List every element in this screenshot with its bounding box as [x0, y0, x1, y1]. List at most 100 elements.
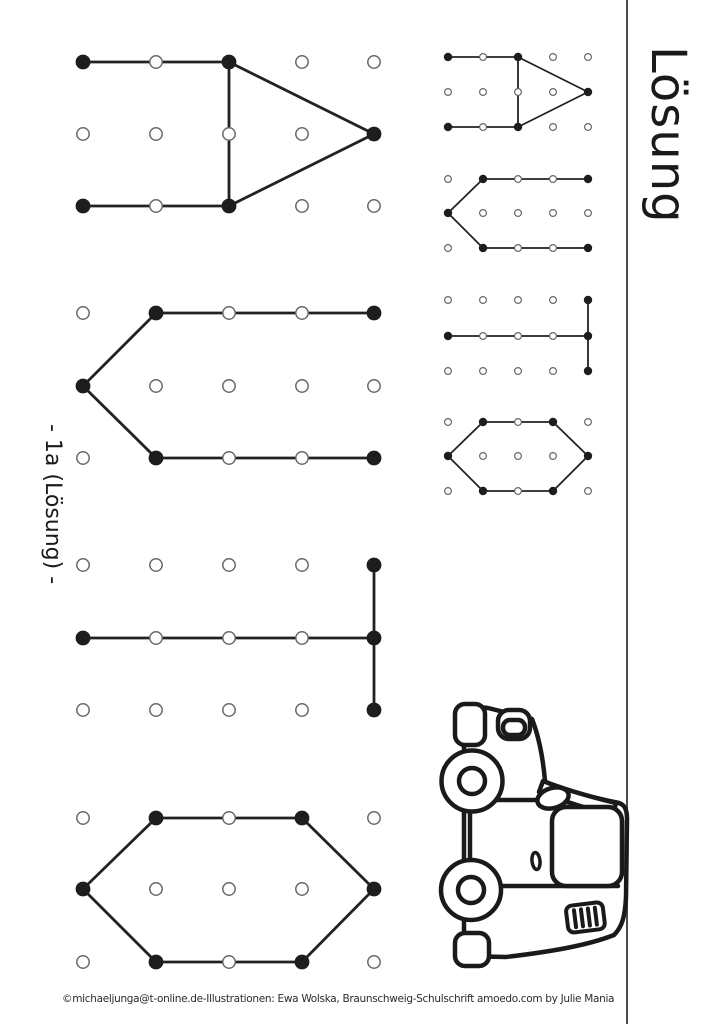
car-illustration	[438, 701, 630, 969]
dot-hollow	[513, 175, 522, 184]
dot-filled	[583, 331, 593, 341]
dot-hollow	[548, 209, 557, 218]
dot-hollow	[444, 244, 453, 253]
dot-hollow	[479, 332, 488, 341]
dot-hollow	[76, 306, 90, 320]
dot-hollow	[295, 451, 309, 465]
dot-grid-arrow-left-large	[75, 305, 382, 466]
dot-filled	[478, 486, 488, 496]
shape-line	[227, 60, 376, 136]
dot-filled	[366, 305, 382, 321]
dot-filled	[75, 54, 91, 70]
dot-hollow	[76, 451, 90, 465]
dot-grid-t-rotated-small	[443, 295, 593, 376]
dot-hollow	[548, 367, 557, 376]
dot-grid-hexagon-large	[75, 810, 382, 970]
dot-hollow	[479, 87, 488, 96]
dot-filled	[75, 198, 91, 214]
dot-hollow	[444, 487, 453, 496]
dot-hollow	[583, 418, 592, 427]
dot-hollow	[367, 811, 381, 825]
dot-hollow	[479, 452, 488, 461]
dot-filled	[366, 450, 382, 466]
dot-filled	[513, 52, 523, 62]
dot-hollow	[444, 367, 453, 376]
dot-filled	[583, 174, 593, 184]
dot-hollow	[295, 199, 309, 213]
dot-filled	[75, 881, 91, 897]
dot-hollow	[479, 52, 488, 61]
dot-filled	[513, 122, 523, 132]
car-vent-grille	[564, 900, 607, 935]
dot-hollow	[513, 332, 522, 341]
dot-hollow	[548, 87, 557, 96]
dot-hollow	[583, 209, 592, 218]
dot-hollow	[479, 209, 488, 218]
car-hood-window-inner	[500, 717, 528, 738]
dot-filled	[148, 305, 164, 321]
dot-hollow	[548, 296, 557, 305]
dot-hollow	[222, 811, 236, 825]
shape-line	[517, 56, 589, 93]
dot-hollow	[513, 209, 522, 218]
dot-grid-arrow-right-large	[75, 54, 382, 214]
dot-hollow	[513, 367, 522, 376]
dot-filled	[75, 630, 91, 646]
dot-hollow	[513, 487, 522, 496]
dot-hollow	[149, 882, 163, 896]
dot-hollow	[295, 703, 309, 717]
dot-hollow	[444, 296, 453, 305]
shape-line	[300, 816, 376, 891]
dot-hollow	[222, 379, 236, 393]
dot-filled	[221, 198, 237, 214]
dot-hollow	[76, 127, 90, 141]
solution-heading: Lösung	[640, 46, 696, 224]
dot-filled	[583, 87, 593, 97]
dot-hollow	[513, 244, 522, 253]
worksheet-id-label: - 1a (Lösung) -	[40, 424, 65, 585]
dot-hollow	[444, 175, 453, 184]
dot-hollow	[76, 703, 90, 717]
dot-filled	[366, 557, 382, 573]
shape-line	[447, 421, 484, 457]
dot-hollow	[222, 127, 236, 141]
dot-filled	[366, 881, 382, 897]
vertical-separator-line	[626, 0, 629, 1024]
dot-hollow	[149, 199, 163, 213]
shape-line	[447, 455, 484, 492]
copyright-footer: ©michaeljunga@t-online.de-Illustrationen…	[62, 993, 615, 1005]
dot-hollow	[295, 631, 309, 645]
dot-hollow	[222, 882, 236, 896]
dot-filled	[478, 243, 488, 253]
dot-hollow	[513, 452, 522, 461]
dot-filled	[583, 451, 593, 461]
dot-hollow	[479, 367, 488, 376]
dot-grid-arrow-right-small	[443, 52, 593, 132]
dot-filled	[148, 810, 164, 826]
shape-line	[81, 384, 158, 460]
dot-filled	[443, 331, 453, 341]
dot-filled	[294, 954, 310, 970]
dot-hollow	[479, 296, 488, 305]
dot-hollow	[149, 703, 163, 717]
dot-filled	[148, 954, 164, 970]
dot-hollow	[295, 882, 309, 896]
dot-filled	[366, 702, 382, 718]
dot-hollow	[367, 55, 381, 69]
dot-filled	[478, 417, 488, 427]
dot-hollow	[513, 296, 522, 305]
dot-hollow	[149, 631, 163, 645]
dot-hollow	[222, 451, 236, 465]
shape-line	[81, 311, 158, 388]
dot-filled	[478, 174, 488, 184]
dot-hollow	[548, 244, 557, 253]
dot-hollow	[444, 87, 453, 96]
shape-line	[81, 887, 158, 964]
dot-filled	[443, 208, 453, 218]
dot-hollow	[513, 418, 522, 427]
dot-filled	[548, 417, 558, 427]
dot-hollow	[76, 558, 90, 572]
dot-hollow	[295, 306, 309, 320]
dot-hollow	[548, 122, 557, 131]
